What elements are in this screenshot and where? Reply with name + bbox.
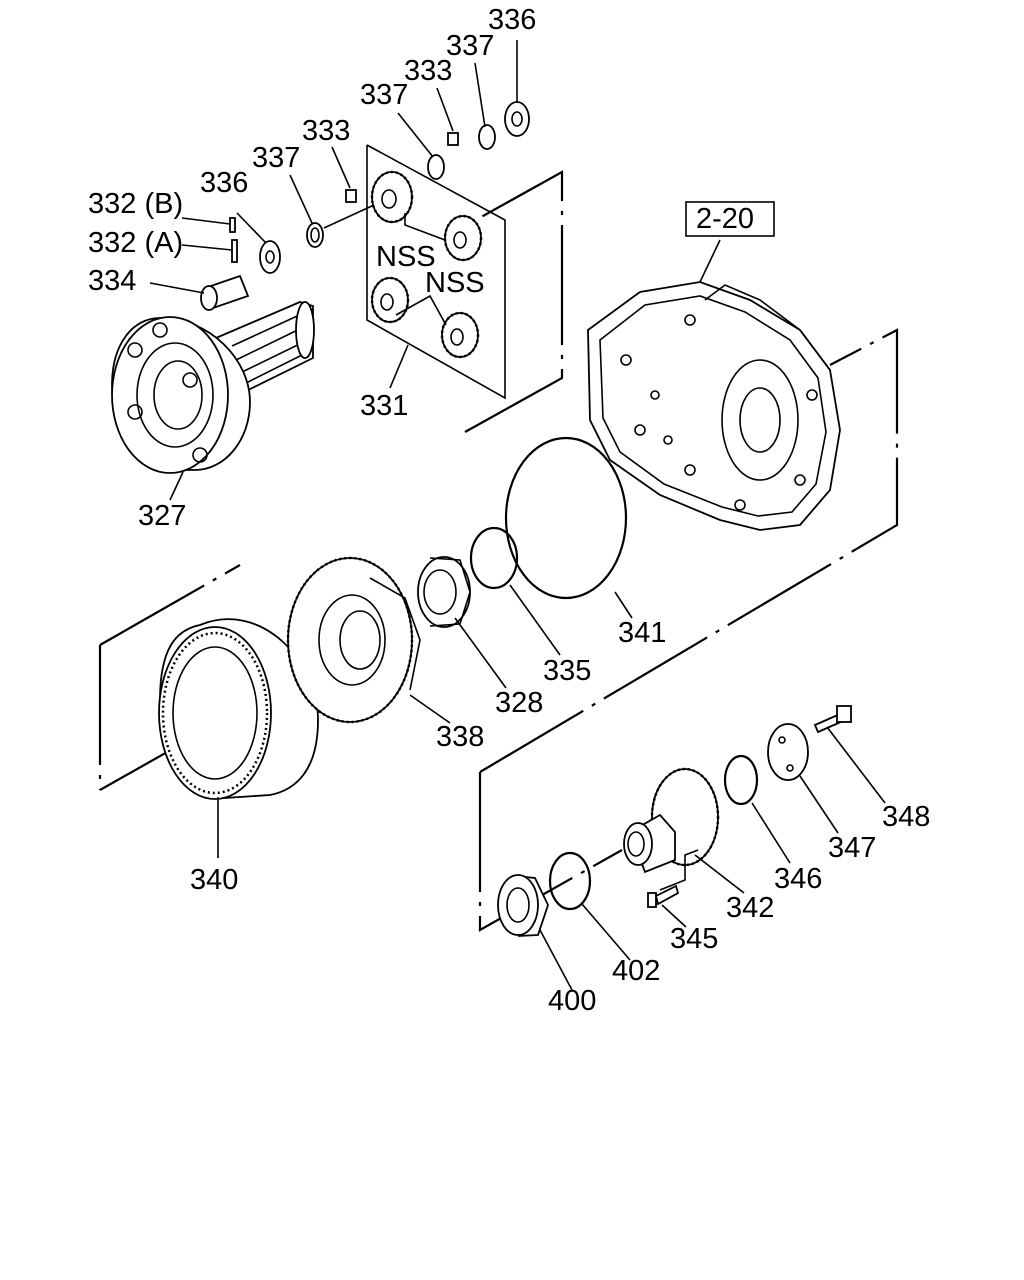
label-332b: 332 (B)	[88, 188, 183, 220]
snap-ring-335	[469, 526, 519, 590]
label-402: 402	[612, 955, 660, 987]
planet-gear-1	[370, 170, 414, 224]
label-334: 334	[88, 265, 136, 297]
snap-ring-402	[548, 851, 592, 911]
label-ref-2-20: 2-20	[696, 203, 754, 235]
needle-333-top	[447, 132, 459, 146]
label-341: 341	[618, 617, 666, 649]
label-nss-1: NSS	[376, 241, 436, 273]
needle-333-left	[345, 189, 357, 203]
washer-336-left	[259, 240, 281, 274]
label-337-left: 337	[252, 142, 300, 174]
label-336-left: 336	[200, 167, 248, 199]
label-338: 338	[436, 721, 484, 753]
bolt-348	[813, 705, 852, 734]
label-342: 342	[726, 892, 774, 924]
label-332a: 332 (A)	[88, 227, 183, 259]
o-ring-341	[504, 436, 628, 600]
label-333-top: 333	[404, 55, 452, 87]
pin-334	[200, 274, 250, 311]
rear-group-frame	[478, 328, 899, 932]
label-340: 340	[190, 864, 238, 896]
label-400: 400	[548, 985, 596, 1017]
label-337-mid: 337	[360, 79, 408, 111]
plate-347	[767, 723, 809, 781]
label-345: 345	[670, 923, 718, 955]
ring-gear-340	[158, 618, 319, 800]
label-347: 347	[828, 832, 876, 864]
transmission-housing	[587, 201, 841, 531]
ring-337-left	[306, 222, 324, 248]
planet-gear-3	[370, 276, 410, 324]
washer-336-top	[504, 101, 530, 137]
label-331: 331	[360, 390, 408, 422]
label-346: 346	[774, 863, 822, 895]
o-ring-346	[723, 754, 759, 806]
planet-gear-4	[440, 311, 480, 359]
label-nss-2: NSS	[425, 267, 485, 299]
planet-carrier-327	[111, 301, 315, 474]
ring-337-mid	[427, 154, 445, 180]
label-336-top: 336	[488, 4, 536, 36]
planet-gear-frame	[366, 144, 564, 433]
label-327: 327	[138, 500, 186, 532]
bearing-400	[497, 874, 549, 937]
hub-gear-338	[286, 556, 421, 724]
pin-332a	[231, 239, 238, 263]
label-335: 335	[543, 655, 591, 687]
bearing-328	[417, 556, 471, 628]
pin-332b	[229, 217, 236, 233]
bolt-345	[647, 884, 680, 908]
ring-337-top	[478, 124, 496, 150]
label-333-left: 333	[302, 115, 350, 147]
planet-gear-2	[443, 214, 483, 262]
label-328: 328	[495, 687, 543, 719]
label-337-top: 337	[446, 30, 494, 62]
flange-342	[623, 767, 720, 874]
label-348: 348	[882, 801, 930, 833]
leader-lines	[149, 40, 886, 991]
